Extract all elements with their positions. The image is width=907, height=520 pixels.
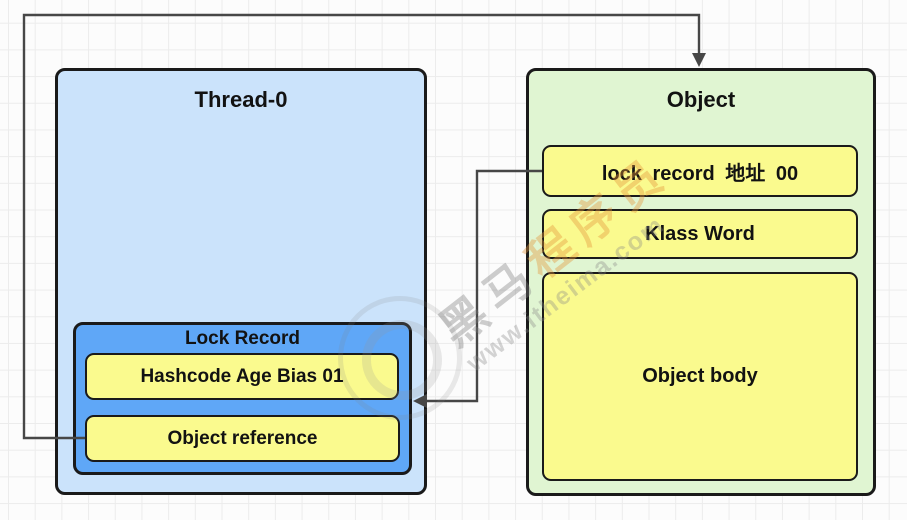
thread-box-title: Thread-0	[194, 87, 288, 112]
lock-record-box: Lock Record Hashcode Age Bias 01 Object …	[73, 322, 412, 475]
object-reference-cell: Object reference	[85, 415, 400, 462]
lock-record-title: Lock Record	[184, 328, 301, 349]
hashcode-age-bias-cell: Hashcode Age Bias 01	[85, 353, 399, 400]
connector-lock-record-address-to-lock-record	[413, 169, 542, 408]
lock-record-address-cell: lock record 地址 00	[542, 145, 858, 197]
object-box: Object lock record 地址 00 Klass Word Obje…	[526, 68, 876, 496]
klass-word-cell: Klass Word	[542, 209, 858, 259]
thread-box: Thread-0 Lock Record Hashcode Age Bias 0…	[55, 68, 427, 495]
object-body-cell: Object body	[542, 272, 858, 481]
object-box-title: Object	[666, 87, 736, 112]
